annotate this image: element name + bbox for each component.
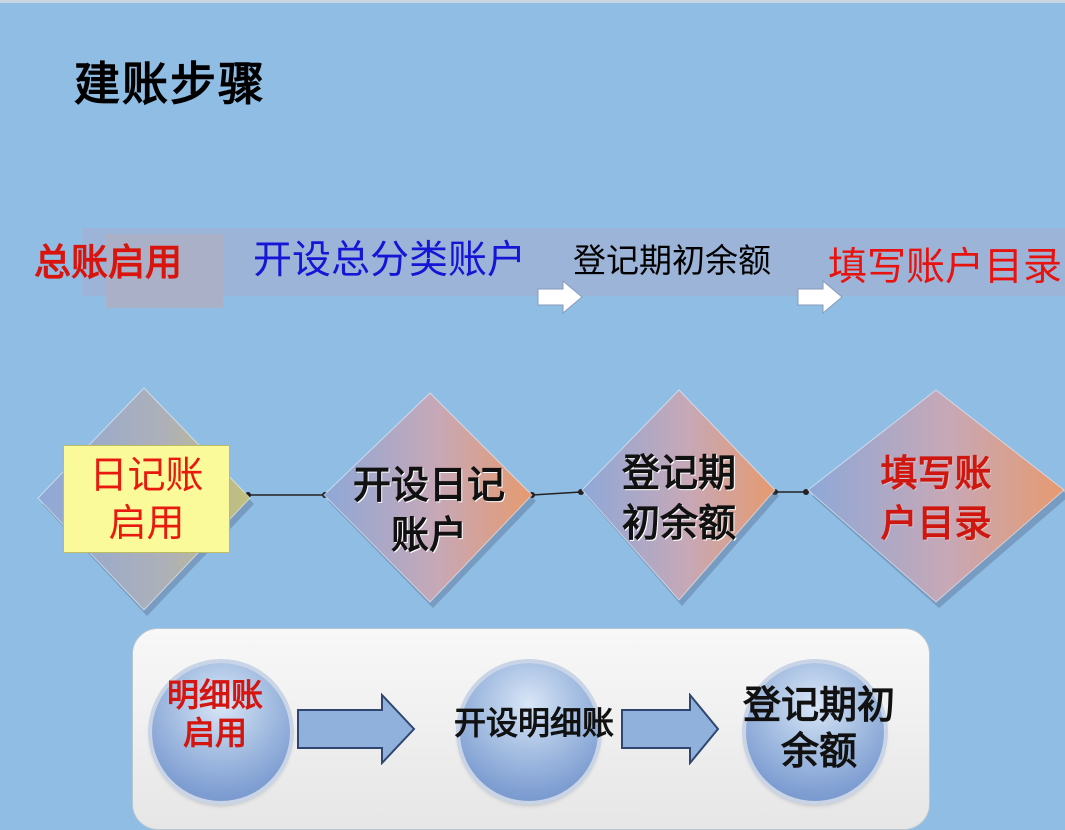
subsidiary-step-1-line-1: 明细账	[166, 676, 263, 714]
journal-step-1-label: 日记账 启用	[63, 445, 230, 553]
subsidiary-step-1-circle	[152, 663, 290, 801]
subsidiary-step-2-label: 开设明细账	[453, 704, 614, 742]
journal-step-3-line-2: 初余额	[621, 500, 736, 545]
subsidiary-step-3-circle	[746, 663, 884, 801]
page-title: 建账步骤	[74, 57, 266, 111]
subsidiary-step-3-label: 登记期初 余额	[734, 682, 904, 774]
journal-step-4-diamond	[807, 389, 1065, 603]
journal-step-2-line-2: 账户	[390, 512, 467, 557]
subsidiary-step-1-label: 明细账 启用	[150, 676, 280, 752]
subsidiary-step-3-line-2: 余额	[780, 728, 857, 773]
general-ledger-step-open-accounts: 开设总分类账户	[253, 238, 527, 283]
journal-step-4-line-1: 填写账	[880, 451, 992, 495]
subsidiary-step-2-circle	[460, 663, 598, 801]
subsidiary-step-1-line-2: 启用	[182, 714, 247, 752]
journal-step-1-line-1: 日记账	[89, 453, 204, 497]
top-border	[0, 0, 1065, 3]
journal-step-2-line-1: 开设日记	[352, 462, 505, 507]
journal-step-3-diamond	[581, 389, 776, 601]
journal-step-4-line-2: 户目录	[880, 501, 992, 545]
journal-step-2-label: 开设日记 账户	[334, 460, 524, 560]
journal-step-4-label: 填写账 户目录	[856, 448, 1016, 548]
subsidiary-step-3-line-1: 登记期初	[742, 682, 895, 727]
right-arrow-icon	[797, 280, 843, 314]
journal-step-2-diamond	[323, 392, 533, 603]
general-ledger-band	[82, 228, 1065, 296]
journal-step-3-label: 登记期 初余额	[596, 448, 762, 548]
journal-step-1-line-2: 启用	[108, 501, 185, 545]
journal-step-3-line-1: 登记期	[621, 450, 736, 495]
block-arrow-icon	[621, 693, 720, 765]
general-ledger-step-enable: 总账启用	[34, 240, 182, 284]
general-ledger-step-account-catalog: 填写账户目录	[828, 245, 1063, 290]
block-arrow-icon	[297, 693, 416, 765]
general-ledger-highlight-block	[106, 234, 223, 308]
right-arrow-icon	[537, 280, 583, 314]
general-ledger-step-opening-balance: 登记期初余额	[573, 241, 771, 280]
